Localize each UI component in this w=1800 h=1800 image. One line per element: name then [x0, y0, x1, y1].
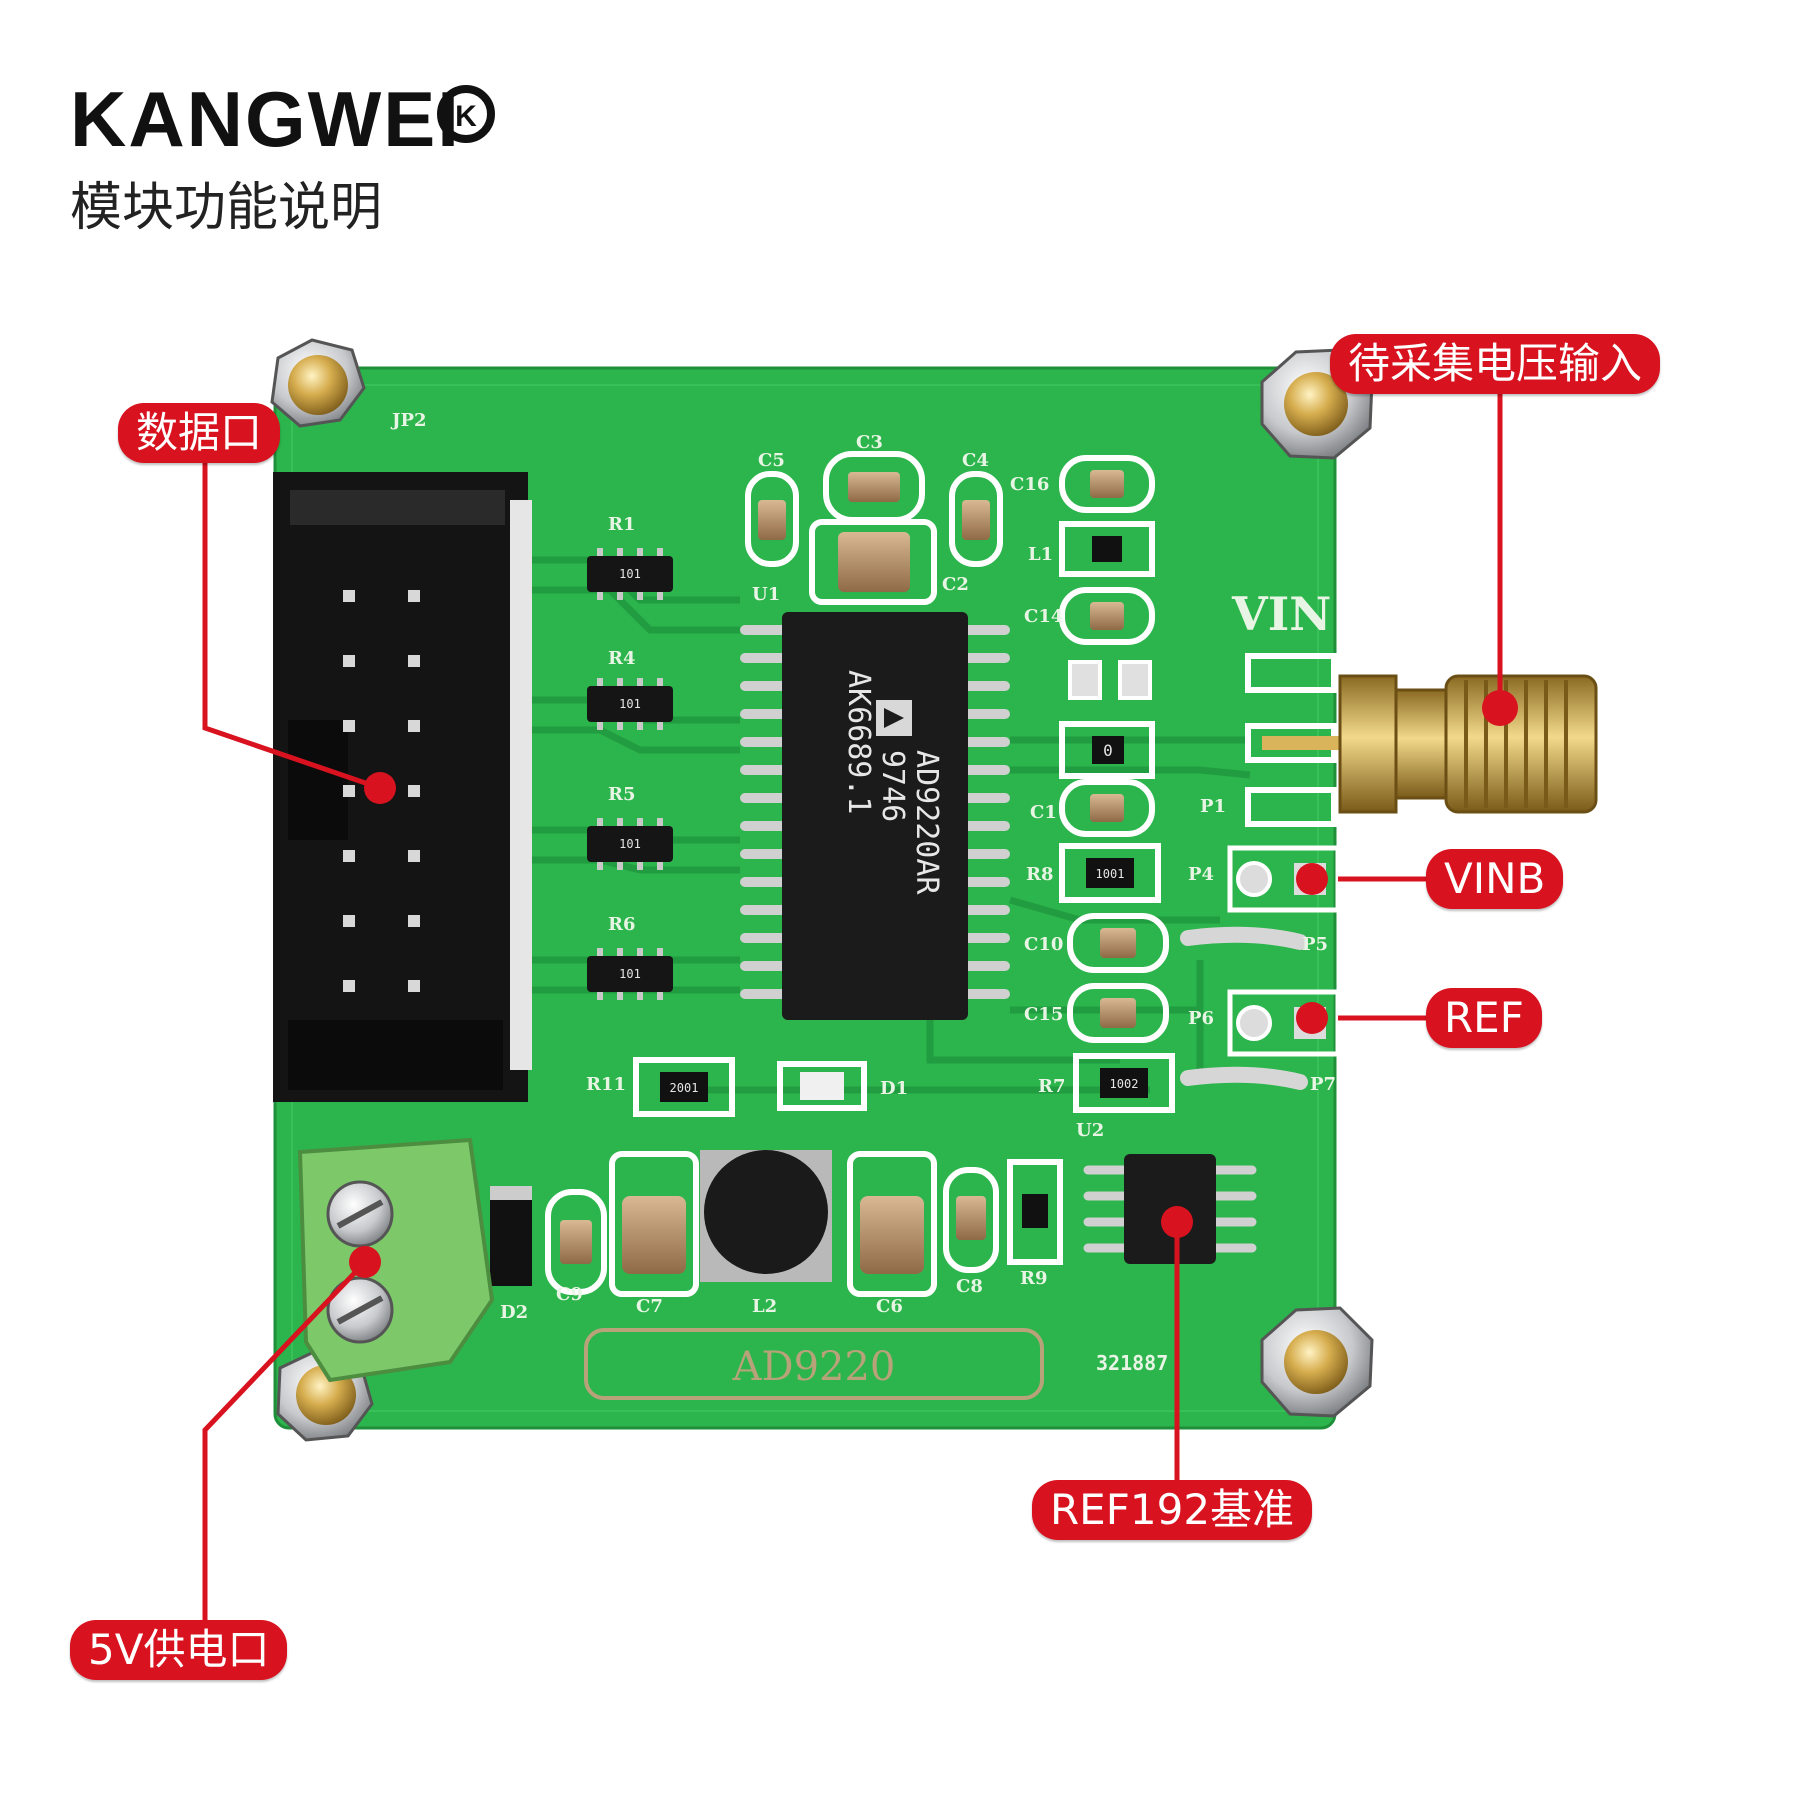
svg-text:P4: P4 [1188, 864, 1214, 885]
adc-chip [782, 612, 968, 1020]
svg-text:C14: C14 [1024, 606, 1063, 627]
solder-bridge-p7 [1180, 1066, 1308, 1090]
svg-text:101: 101 [619, 967, 641, 981]
resistor-network-r6 [587, 948, 673, 1000]
led-d1 [777, 1061, 867, 1111]
capacitor-c5 [745, 471, 799, 567]
svg-text:C1: C1 [1030, 802, 1057, 823]
screw-terminal [297, 1137, 495, 1383]
callout-vinb: VINB [1426, 849, 1564, 909]
capacitor-c6 [847, 1151, 937, 1297]
resistor-r7 [1073, 1053, 1175, 1113]
svg-text:P5: P5 [1302, 934, 1328, 955]
brand-logo-icon: K [437, 85, 495, 143]
inductor-l2 [700, 1150, 832, 1282]
chip-marking-line-3: AK6689.1 [841, 670, 876, 815]
solder-bridge-p5 [1180, 926, 1308, 950]
svg-text:L2: L2 [752, 1296, 777, 1317]
capacitor-c4 [949, 471, 1003, 567]
svg-text:C9: C9 [556, 1284, 583, 1305]
svg-text:C4: C4 [962, 450, 989, 471]
svg-text:D1: D1 [880, 1078, 908, 1099]
svg-text:P1: P1 [1200, 796, 1226, 817]
capacitor-c14 [1059, 587, 1155, 645]
resistor-r9 [1007, 1159, 1063, 1265]
capacitor-c2 [809, 519, 937, 605]
svg-text:R1: R1 [608, 514, 635, 535]
resistor-r3 [1059, 721, 1155, 779]
callout-data-port: 数据口 [118, 403, 281, 463]
resistor-r11 [633, 1057, 735, 1117]
brand-wordmark: KANGWEI [70, 75, 461, 163]
svg-text:1001: 1001 [1096, 867, 1125, 881]
svg-text:101: 101 [619, 567, 641, 581]
svg-text:U2: U2 [1076, 1120, 1104, 1141]
idc-connector [273, 472, 532, 1102]
svg-text:C6: C6 [876, 1296, 903, 1317]
svg-text:101: 101 [619, 697, 641, 711]
svg-text:P6: P6 [1188, 1008, 1214, 1029]
callout-signal-input: 待采集电压输入 [1330, 334, 1661, 394]
page-subtitle: 模块功能说明 [70, 178, 383, 238]
silk-serial: 321887 [1096, 1351, 1168, 1375]
svg-text:C5: C5 [758, 450, 785, 471]
svg-text:C8: C8 [956, 1276, 983, 1297]
svg-text:0: 0 [1103, 741, 1113, 760]
callout-ref192: REF192基准 [1032, 1480, 1313, 1540]
adc-chip-pins [740, 625, 1010, 999]
capacitor-c16 [1059, 455, 1155, 513]
chip-marking-line-2: 9746 [875, 750, 910, 822]
analog-devices-logo-icon [876, 700, 912, 736]
capacitor-c10 [1067, 913, 1169, 973]
svg-text:R4: R4 [608, 648, 635, 669]
callout-ref: REF [1426, 988, 1542, 1048]
resistor-r8 [1059, 843, 1161, 903]
svg-text:C7: C7 [636, 1296, 663, 1317]
capacitor-c1 [1059, 779, 1155, 837]
diode-d2 [490, 1186, 532, 1286]
callout-power-port: 5V供电口 [70, 1620, 288, 1680]
capacitor-c15 [1067, 983, 1169, 1043]
vin-pads [1245, 653, 1352, 827]
board-name-label: AD9220 [732, 1344, 896, 1390]
board-name-box [584, 1328, 1044, 1400]
svg-text:R11: R11 [586, 1074, 626, 1095]
chip-marking-line-1: AD9220AR [909, 750, 944, 895]
resistor-network-r4 [587, 678, 673, 730]
svg-text:R8: R8 [1026, 864, 1053, 885]
standoff-bottom-right [1260, 1306, 1374, 1418]
capacitor-c7 [609, 1151, 699, 1297]
svg-text:1002: 1002 [1110, 1077, 1139, 1091]
svg-text:C10: C10 [1024, 934, 1063, 955]
sma-connector [1338, 674, 1598, 814]
svg-text:D2: D2 [500, 1302, 528, 1323]
capacitor-c8 [943, 1167, 999, 1273]
standoff-top-left [270, 338, 366, 428]
svg-text:C15: C15 [1024, 1004, 1063, 1025]
resistor-r2-pads [1068, 660, 1152, 700]
silk-vin: VIN [1231, 587, 1331, 641]
svg-text:JP2: JP2 [390, 410, 427, 431]
svg-text:C16: C16 [1010, 474, 1049, 495]
svg-text:R6: R6 [608, 914, 635, 935]
inductor-l1 [1059, 521, 1155, 577]
svg-text:P7: P7 [1310, 1074, 1336, 1095]
svg-text:R7: R7 [1038, 1076, 1065, 1097]
svg-text:U1: U1 [752, 584, 780, 605]
resistor-network-r1 [587, 548, 673, 600]
svg-text:C3: C3 [856, 432, 883, 453]
svg-text:C2: C2 [942, 574, 969, 595]
callout-leaders [202, 392, 1503, 1622]
resistor-network-r5 [587, 818, 673, 870]
capacitor-c9 [545, 1189, 607, 1295]
svg-text:101: 101 [619, 837, 641, 851]
svg-text:R5: R5 [608, 784, 635, 805]
svg-text:L1: L1 [1028, 544, 1053, 565]
callout-dots [349, 690, 1518, 1278]
svg-text:R9: R9 [1020, 1268, 1047, 1289]
svg-text:2001: 2001 [670, 1081, 699, 1095]
svg-text:K: K [455, 100, 477, 133]
